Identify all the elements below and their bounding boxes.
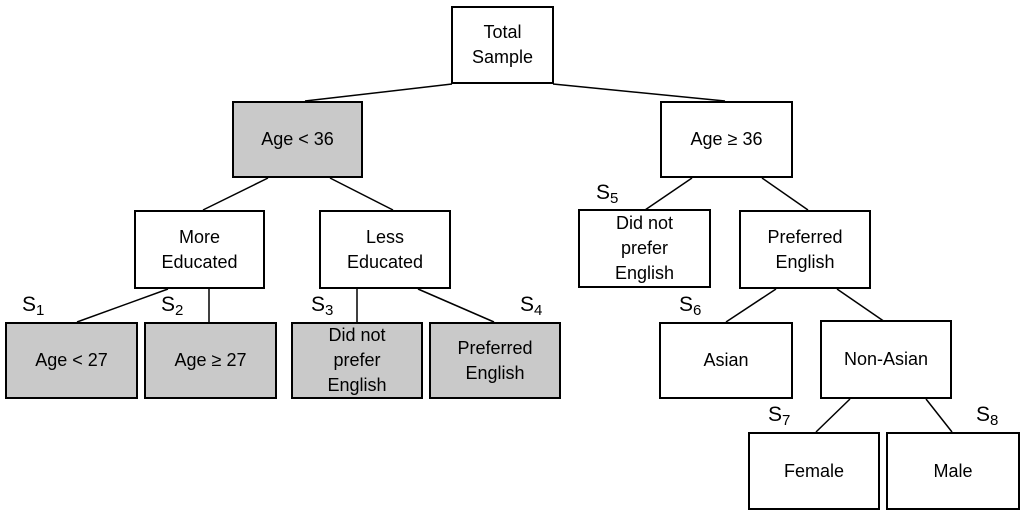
node-more-educated: More Educated	[134, 210, 265, 289]
node-male: Male	[886, 432, 1020, 510]
edge-age-lt-36-to-less-educated	[329, 177, 394, 211]
segment-label-s4: S4	[520, 293, 543, 319]
edge-less-educated-to-preferred	[417, 288, 495, 323]
edge-preferred-to-non-asian	[836, 288, 886, 323]
segment-label-s2: S2	[161, 293, 184, 319]
node-age-lt-36: Age < 36	[232, 101, 363, 178]
node-age-ge-27: Age ≥ 27	[144, 322, 277, 399]
edge-total-to-age-ge-36	[552, 83, 726, 102]
node-asian: Asian	[659, 322, 793, 399]
edge-age-ge-36-to-preferred	[761, 177, 809, 211]
edge-non-asian-to-female	[815, 398, 851, 433]
segment-label-s7: S7	[768, 403, 791, 429]
edge-total-to-age-lt-36	[304, 83, 453, 102]
node-female: Female	[748, 432, 880, 510]
node-did-not-prefer-english-left: Did not prefer English	[291, 322, 423, 399]
edge-age-ge-36-to-did-not-prefer	[644, 177, 693, 211]
edge-preferred-to-asian	[725, 288, 777, 323]
node-total-sample: Total Sample	[451, 6, 554, 84]
node-age-ge-36: Age ≥ 36	[660, 101, 793, 178]
edge-non-asian-to-male	[925, 398, 953, 433]
segment-label-s1: S1	[22, 293, 45, 319]
segment-label-s6: S6	[679, 293, 702, 319]
node-age-lt-27: Age < 27	[5, 322, 138, 399]
node-less-educated: Less Educated	[319, 210, 451, 289]
node-preferred-english-right: Preferred English	[739, 210, 871, 289]
segment-label-s3: S3	[311, 293, 334, 319]
edge-age-lt-36-to-more-educated	[202, 177, 269, 211]
segment-label-s5: S5	[596, 181, 619, 207]
node-non-asian: Non-Asian	[820, 320, 952, 399]
node-did-not-prefer-english-right: Did not prefer English	[578, 209, 711, 288]
edge-more-educated-to-age-lt-27	[76, 288, 169, 323]
segment-label-s8: S8	[976, 403, 999, 429]
node-preferred-english-left: Preferred English	[429, 322, 561, 399]
